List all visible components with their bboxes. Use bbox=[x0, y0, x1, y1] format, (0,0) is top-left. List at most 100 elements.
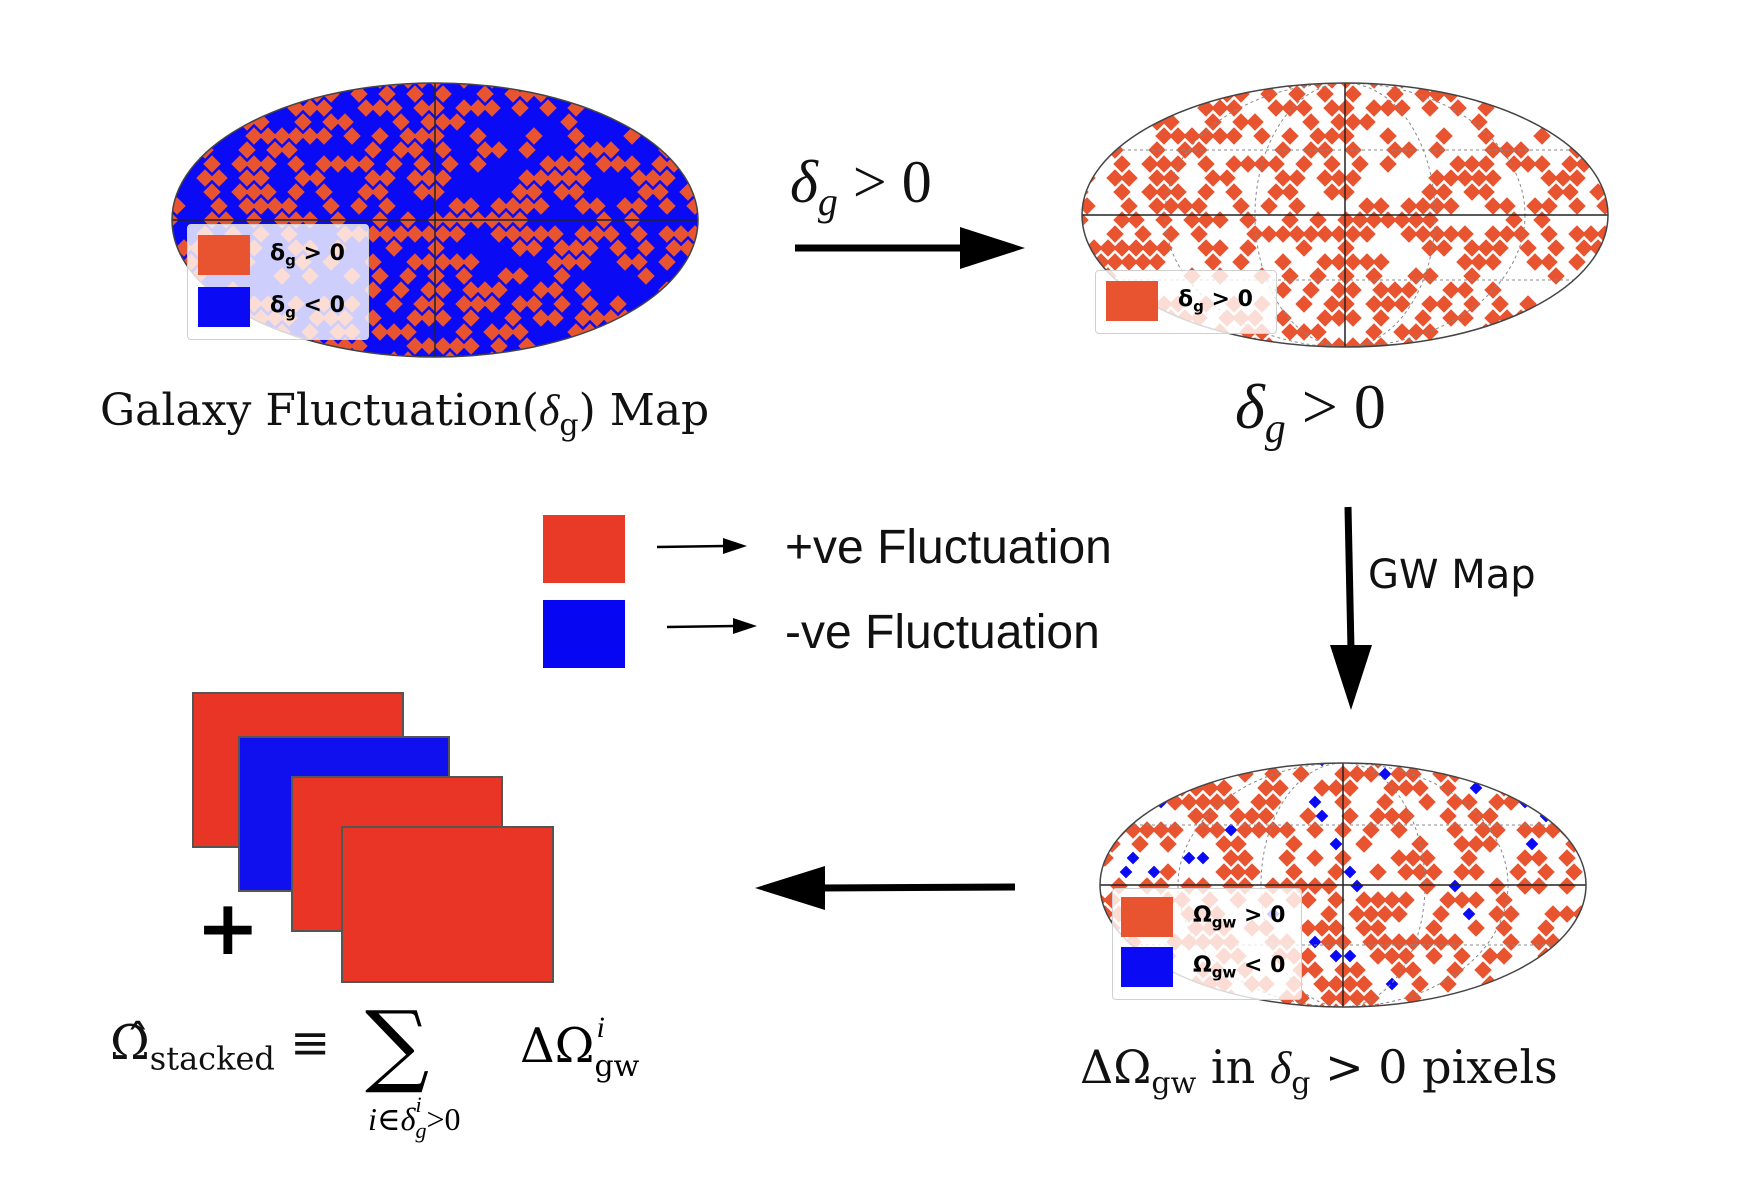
positive-pixel bbox=[1222, 793, 1240, 811]
negative-pixel bbox=[1182, 851, 1196, 865]
positive-pixel bbox=[1358, 113, 1376, 131]
positive-pixel bbox=[1295, 239, 1313, 257]
positive-pixel bbox=[1481, 947, 1499, 965]
stack-card-4 bbox=[341, 826, 554, 983]
positive-pixel bbox=[420, 169, 438, 187]
positive-pixel bbox=[658, 169, 676, 187]
filter-arrow-right bbox=[795, 227, 1025, 269]
key-label-positive: +ve Fluctuation bbox=[785, 521, 1112, 574]
negative-pixel bbox=[1560, 991, 1574, 1005]
positive-pixel bbox=[189, 99, 207, 117]
positive-pixel bbox=[1348, 961, 1366, 979]
positive-pixel bbox=[287, 127, 305, 145]
positive-pixel bbox=[1211, 239, 1229, 257]
positive-pixel bbox=[1393, 295, 1411, 313]
positive-pixel bbox=[1411, 975, 1429, 993]
positive-pixel bbox=[553, 239, 571, 257]
positive-pixel bbox=[1579, 763, 1586, 769]
legend-swatch-positive bbox=[1106, 281, 1158, 321]
positive-pixel bbox=[1453, 947, 1471, 965]
positive-pixel bbox=[1386, 281, 1404, 299]
positive-pixel bbox=[539, 155, 557, 173]
positive-pixel bbox=[553, 183, 571, 201]
positive-pixel bbox=[1327, 863, 1345, 881]
positive-pixel bbox=[1316, 309, 1334, 327]
positive-pixel bbox=[1330, 169, 1348, 187]
positive-pixel bbox=[1148, 253, 1166, 271]
legend-label-positive: δg > 0 bbox=[270, 240, 345, 270]
positive-pixel bbox=[532, 225, 550, 243]
legend-swatch-positive bbox=[198, 235, 250, 275]
positive-pixel bbox=[1484, 225, 1502, 243]
positive-pixel bbox=[1372, 281, 1390, 299]
positive-pixel bbox=[1491, 323, 1509, 341]
positive-pixel bbox=[1355, 891, 1373, 909]
positive-pixel bbox=[1390, 765, 1408, 783]
positive-pixel bbox=[1523, 763, 1541, 769]
positive-pixel bbox=[1362, 989, 1380, 1007]
positive-pixel bbox=[686, 197, 698, 215]
positive-pixel bbox=[546, 253, 564, 271]
positive-pixel bbox=[1299, 919, 1317, 937]
positive-pixel bbox=[1460, 793, 1478, 811]
positive-pixel bbox=[427, 295, 445, 313]
positive-pixel bbox=[1568, 197, 1586, 215]
positive-pixel bbox=[364, 169, 382, 187]
positive-pixel bbox=[1558, 793, 1576, 811]
positive-pixel bbox=[1260, 225, 1278, 243]
positive-pixel bbox=[1579, 779, 1586, 797]
positive-pixel bbox=[1313, 975, 1331, 993]
positive-pixel bbox=[1323, 155, 1341, 173]
positive-pixel bbox=[448, 253, 466, 271]
legend-entry-positive: δg > 0 bbox=[1106, 281, 1253, 321]
positive-pixel bbox=[315, 183, 333, 201]
positive-pixel bbox=[1558, 905, 1576, 923]
positive-pixel bbox=[1442, 281, 1460, 299]
positive-pixel bbox=[196, 113, 214, 131]
positive-pixel bbox=[1323, 295, 1341, 313]
positive-pixel bbox=[1418, 877, 1436, 895]
positive-pixel bbox=[553, 295, 571, 313]
positive-pixel bbox=[1372, 309, 1390, 327]
positive-pixel bbox=[1404, 961, 1422, 979]
positive-pixel bbox=[427, 239, 445, 257]
negative-pixel bbox=[1343, 865, 1357, 879]
positive-pixel bbox=[483, 295, 501, 313]
positive-pixel bbox=[1453, 763, 1471, 769]
positive-pixel bbox=[1278, 849, 1296, 867]
positive-pixel bbox=[1362, 905, 1380, 923]
positive-pixel bbox=[1456, 169, 1474, 187]
positive-pixel bbox=[1288, 169, 1306, 187]
negative-pixel bbox=[1539, 1005, 1553, 1007]
positive-pixel bbox=[1100, 793, 1114, 811]
positive-pixel bbox=[574, 225, 592, 243]
positive-pixel bbox=[1453, 1003, 1471, 1007]
positive-pixel bbox=[476, 281, 494, 299]
positive-pixel bbox=[1484, 281, 1502, 299]
positive-pixel bbox=[672, 141, 690, 159]
positive-pixel bbox=[1362, 821, 1380, 839]
positive-pixel bbox=[504, 197, 522, 215]
positive-pixel bbox=[1106, 169, 1124, 187]
positive-pixel bbox=[1369, 863, 1387, 881]
positive-pixel bbox=[1155, 155, 1173, 173]
positive-pixel bbox=[1596, 197, 1608, 215]
positive-pixel bbox=[1481, 807, 1499, 825]
positive-pixel bbox=[588, 85, 606, 103]
positive-pixel bbox=[1428, 169, 1446, 187]
positive-pixel bbox=[441, 351, 459, 357]
positive-pixel bbox=[1502, 989, 1520, 1007]
negative-pixel bbox=[1350, 879, 1364, 893]
positive-pixel bbox=[595, 155, 613, 173]
positive-pixel bbox=[1330, 309, 1348, 327]
positive-pixel bbox=[1082, 253, 1096, 271]
positive-pixel bbox=[1463, 155, 1481, 173]
positive-pixel bbox=[1232, 253, 1250, 271]
negative-pixel bbox=[1196, 851, 1210, 865]
positive-pixel bbox=[483, 99, 501, 117]
positive-pixel bbox=[1162, 225, 1180, 243]
positive-pixel bbox=[686, 141, 698, 159]
positive-pixel bbox=[1330, 225, 1348, 243]
positive-pixel bbox=[1197, 183, 1215, 201]
positive-pixel bbox=[1344, 225, 1362, 243]
